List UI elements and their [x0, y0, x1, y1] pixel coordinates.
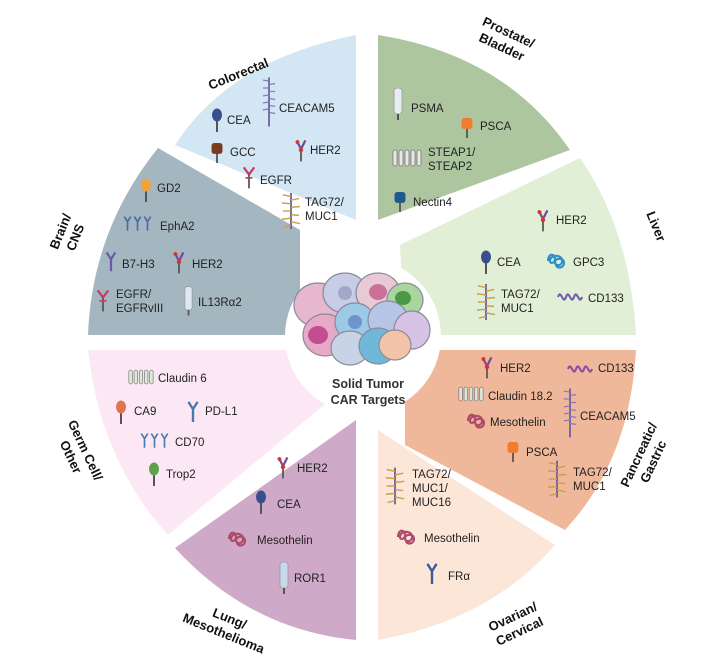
- target-claudin182: Claudin 18.2: [488, 391, 553, 403]
- target-mesothelin: Mesothelin: [424, 533, 480, 545]
- target-her2: HER2: [192, 259, 223, 271]
- lung-targets: HER2 CEA Mesothelin ROR1: [227, 456, 328, 596]
- target-ceacam5: CEACAM5: [279, 103, 335, 115]
- target-steap2: STEAP2: [428, 161, 472, 173]
- liver-targets: HER2 CEA GPC3 TAG72/ MUC1 CD133: [476, 208, 624, 320]
- target-her2: HER2: [297, 463, 328, 475]
- sector-title-liver: Liver: [643, 209, 669, 243]
- center-title-line2: CAR Targets: [331, 393, 406, 407]
- target-gd2: GD2: [157, 183, 181, 195]
- prostate-targets: PSMA PSCA STEAP1/ STEAP2 Nectin4: [392, 88, 512, 212]
- sector-title-prostate: Prostate/ Bladder: [477, 14, 538, 64]
- target-tag72: TAG72/: [412, 469, 452, 481]
- target-il13ra2: IL13Rα2: [198, 297, 242, 309]
- target-tag72: TAG72/: [501, 289, 541, 301]
- sector-colorectal-wedge: [175, 35, 356, 220]
- multi-pass-membrane-icon: [458, 386, 484, 402]
- target-claudin6: Claudin 6: [158, 373, 207, 385]
- target-muc1: MUC1/: [412, 483, 449, 495]
- sector-lung-wedge: [175, 420, 356, 640]
- target-steap1: STEAP1/: [428, 147, 476, 159]
- ovarian-targets: TAG72/ MUC1/ MUC16 Mesothelin FRα: [384, 466, 480, 584]
- target-cd70: CD70: [175, 437, 204, 449]
- target-cea: CEA: [497, 257, 521, 269]
- target-gcc: GCC: [230, 147, 256, 159]
- sector-title-brain: Brain/ CNS: [47, 211, 88, 253]
- target-her2: HER2: [500, 363, 531, 375]
- multi-pass-membrane-icon: [128, 369, 154, 385]
- target-egfr: EGFR/: [116, 289, 152, 301]
- sector-title-pancreatic: Pancreatic/ Gastric: [617, 420, 669, 490]
- center-title-line1: Solid Tumor: [332, 377, 404, 391]
- target-muc1: MUC1: [501, 303, 534, 315]
- center-hub: Solid Tumor CAR Targets: [285, 258, 441, 414]
- target-ceacam5: CEACAM5: [580, 411, 636, 423]
- target-mesothelin: Mesothelin: [257, 535, 313, 547]
- sector-ovarian-wedge: [378, 430, 555, 640]
- target-muc16: MUC16: [412, 497, 451, 509]
- sector-liver-wedge: [400, 158, 636, 335]
- colorectal-targets: CEA CEACAM5 GCC HER2 EGFR TAG72/ MUC1: [210, 76, 345, 229]
- target-egfrviii: EGFRvIII: [116, 303, 163, 315]
- sector-title-germ: Germ Cell/ Other: [57, 418, 106, 484]
- target-gpc3: GPC3: [573, 257, 604, 269]
- target-psma: PSMA: [411, 103, 444, 115]
- multi-pass-membrane-icon: [392, 149, 422, 167]
- tumor-cell-cluster-icon: [293, 272, 431, 366]
- target-ror1: ROR1: [294, 573, 326, 585]
- target-pdl1: PD-L1: [205, 406, 238, 418]
- target-cd133: CD133: [588, 293, 624, 305]
- sector-germ-wedge: [88, 350, 330, 535]
- brain-targets: GD2 EphA2 B7-H3 HER2 EGFR/ EGFRvIII IL13…: [96, 178, 242, 317]
- sector-title-ovarian: Ovarian/ Cervical: [486, 599, 546, 649]
- target-egfr: EGFR: [260, 175, 292, 187]
- target-cd133: CD133: [598, 363, 634, 375]
- target-epha2: EphA2: [160, 221, 195, 233]
- target-tag72: TAG72/: [305, 197, 345, 209]
- target-cea: CEA: [277, 499, 301, 511]
- target-psca: PSCA: [526, 447, 558, 459]
- target-cea: CEA: [227, 115, 251, 127]
- target-trop2: Trop2: [166, 469, 196, 481]
- target-nectin4: Nectin4: [413, 197, 453, 209]
- target-b7h3: B7-H3: [122, 259, 155, 271]
- target-tag72: TAG72/: [573, 467, 613, 479]
- target-muc1: MUC1: [305, 211, 338, 223]
- sector-pancreatic-wedge: [405, 350, 636, 530]
- target-ca9: CA9: [134, 406, 156, 418]
- pancreatic-targets: HER2 CD133 Claudin 18.2 CEACAM5 Mesothel…: [458, 356, 636, 498]
- target-her2: HER2: [556, 215, 587, 227]
- sector-wedges: [88, 35, 636, 640]
- target-fra: FRα: [448, 571, 470, 583]
- target-mesothelin: Mesothelin: [490, 417, 546, 429]
- target-psca: PSCA: [480, 121, 512, 133]
- germ-targets: Claudin 6 CA9 PD-L1 CD70 Trop2: [115, 369, 238, 486]
- sector-brain-wedge: [88, 148, 300, 335]
- sector-prostate-wedge: [378, 35, 570, 220]
- target-her2: HER2: [310, 145, 341, 157]
- target-muc1: MUC1: [573, 481, 606, 493]
